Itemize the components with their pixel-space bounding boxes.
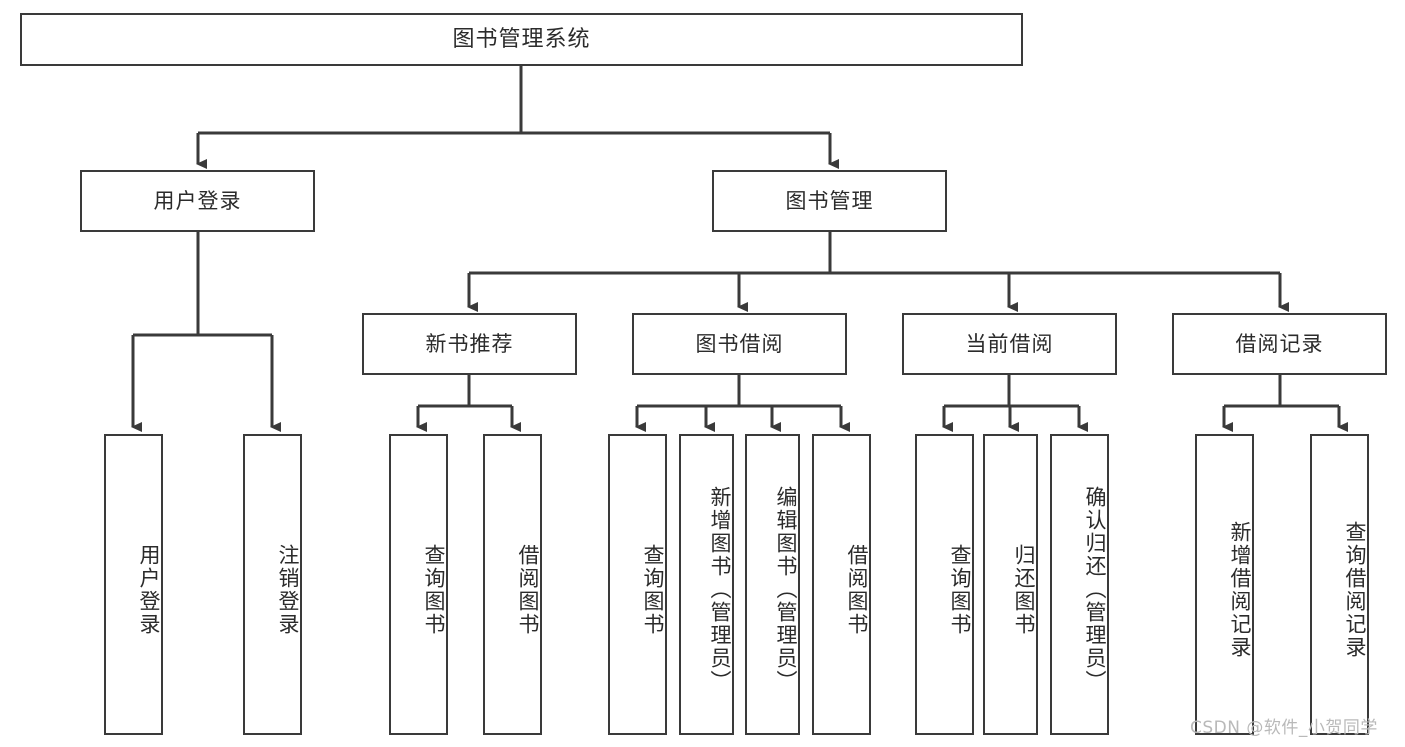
csdn-watermark: CSDN @软件_小贺同学	[1190, 718, 1378, 738]
node-leaf-query-book-1[interactable]: 查询图书	[389, 434, 448, 735]
node-book-manage[interactable]: 图书管理	[712, 170, 947, 232]
node-root[interactable]: 图书管理系统	[20, 13, 1023, 66]
node-user-login[interactable]: 用户登录	[80, 170, 315, 232]
node-leaf-borrow-book-2[interactable]: 借阅图书	[812, 434, 871, 735]
node-current-borrow[interactable]: 当前借阅	[902, 313, 1117, 375]
node-borrow-record-label: 借阅记录	[1235, 331, 1324, 356]
node-current-borrow-label: 当前借阅	[965, 331, 1054, 356]
node-borrow-record[interactable]: 借阅记录	[1172, 313, 1387, 375]
node-root-label: 图书管理系统	[452, 26, 591, 52]
node-leaf-query-book-1-label: 查询图书	[422, 543, 446, 636]
node-book-borrow-label: 图书借阅	[695, 331, 784, 356]
node-leaf-query-book-3[interactable]: 查询图书	[915, 434, 974, 735]
node-leaf-return-book[interactable]: 归还图书	[983, 434, 1038, 735]
node-leaf-return-book-label: 归还图书	[1012, 543, 1036, 636]
node-leaf-query-book-3-label: 查询图书	[948, 543, 972, 636]
node-leaf-user-login-label: 用户登录	[137, 543, 161, 636]
node-book-manage-label: 图书管理	[785, 188, 874, 213]
node-leaf-query-book-2[interactable]: 查询图书	[608, 434, 667, 735]
node-leaf-add-record-label: 新增借阅记录	[1228, 520, 1252, 659]
node-user-login-label: 用户登录	[153, 188, 242, 213]
node-leaf-query-book-2-label: 查询图书	[641, 543, 665, 636]
node-book-borrow[interactable]: 图书借阅	[632, 313, 847, 375]
node-leaf-user-login[interactable]: 用户登录	[104, 434, 163, 735]
node-leaf-query-record-label: 查询借阅记录	[1343, 520, 1367, 659]
node-new-book-recommend-label: 新书推荐	[425, 331, 514, 356]
node-leaf-confirm-return[interactable]: 确认归还（管理员）	[1050, 434, 1109, 735]
node-leaf-edit-book[interactable]: 编辑图书（管理员）	[745, 434, 800, 735]
node-leaf-logout-label: 注销登录	[276, 543, 300, 636]
node-leaf-borrow-book-2-label: 借阅图书	[845, 543, 869, 636]
node-leaf-add-book-label: 新增图书（管理员）	[708, 486, 732, 693]
node-new-book-recommend[interactable]: 新书推荐	[362, 313, 577, 375]
node-leaf-add-record[interactable]: 新增借阅记录	[1195, 434, 1254, 735]
node-leaf-query-record[interactable]: 查询借阅记录	[1310, 434, 1369, 735]
node-leaf-borrow-book-1[interactable]: 借阅图书	[483, 434, 542, 735]
node-leaf-borrow-book-1-label: 借阅图书	[516, 543, 540, 636]
node-leaf-confirm-return-label: 确认归还（管理员）	[1083, 486, 1107, 693]
node-leaf-edit-book-label: 编辑图书（管理员）	[774, 486, 798, 693]
node-leaf-add-book[interactable]: 新增图书（管理员）	[679, 434, 734, 735]
node-leaf-logout[interactable]: 注销登录	[243, 434, 302, 735]
